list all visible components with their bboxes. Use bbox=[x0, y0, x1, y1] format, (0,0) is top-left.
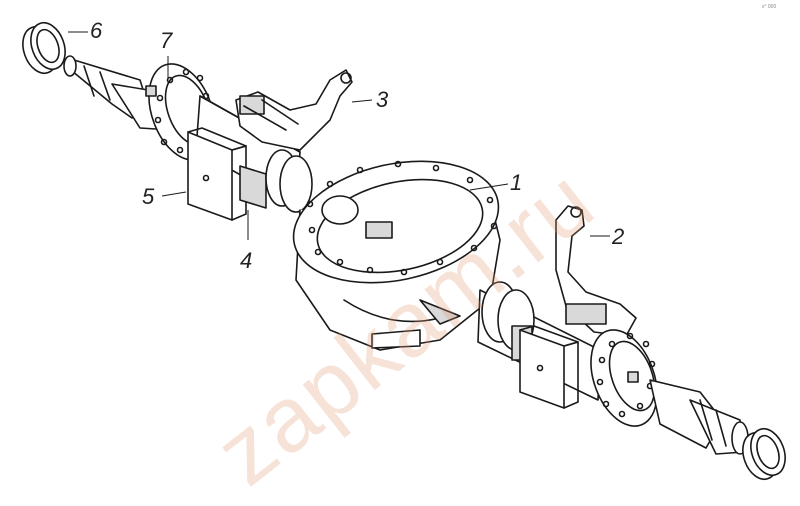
callout-1: 1 bbox=[510, 170, 523, 195]
callout-7: 7 bbox=[160, 28, 173, 53]
callout-3: 3 bbox=[376, 87, 389, 112]
callout-4: 4 bbox=[240, 248, 253, 273]
drawing-code: x° 000 bbox=[762, 4, 777, 10]
left-spacer-ring bbox=[22, 21, 66, 75]
callout-2: 2 bbox=[612, 224, 625, 249]
left-spring-pad bbox=[187, 127, 247, 221]
right-spindle bbox=[649, 379, 749, 455]
callout-6: 6 bbox=[90, 18, 103, 43]
right-brake-flange bbox=[590, 329, 658, 427]
leader-1 bbox=[469, 183, 509, 191]
leader-3 bbox=[351, 99, 373, 103]
left-spring-bracket bbox=[235, 69, 353, 151]
left-collar bbox=[239, 149, 313, 213]
banjo-housing bbox=[292, 160, 501, 351]
right-spring-bracket bbox=[555, 205, 637, 337]
leader-5 bbox=[161, 191, 187, 197]
right-spring-pad bbox=[519, 325, 579, 409]
callout-5: 5 bbox=[142, 184, 155, 209]
right-spacer-ring bbox=[742, 427, 786, 481]
leader-lines bbox=[68, 31, 610, 240]
